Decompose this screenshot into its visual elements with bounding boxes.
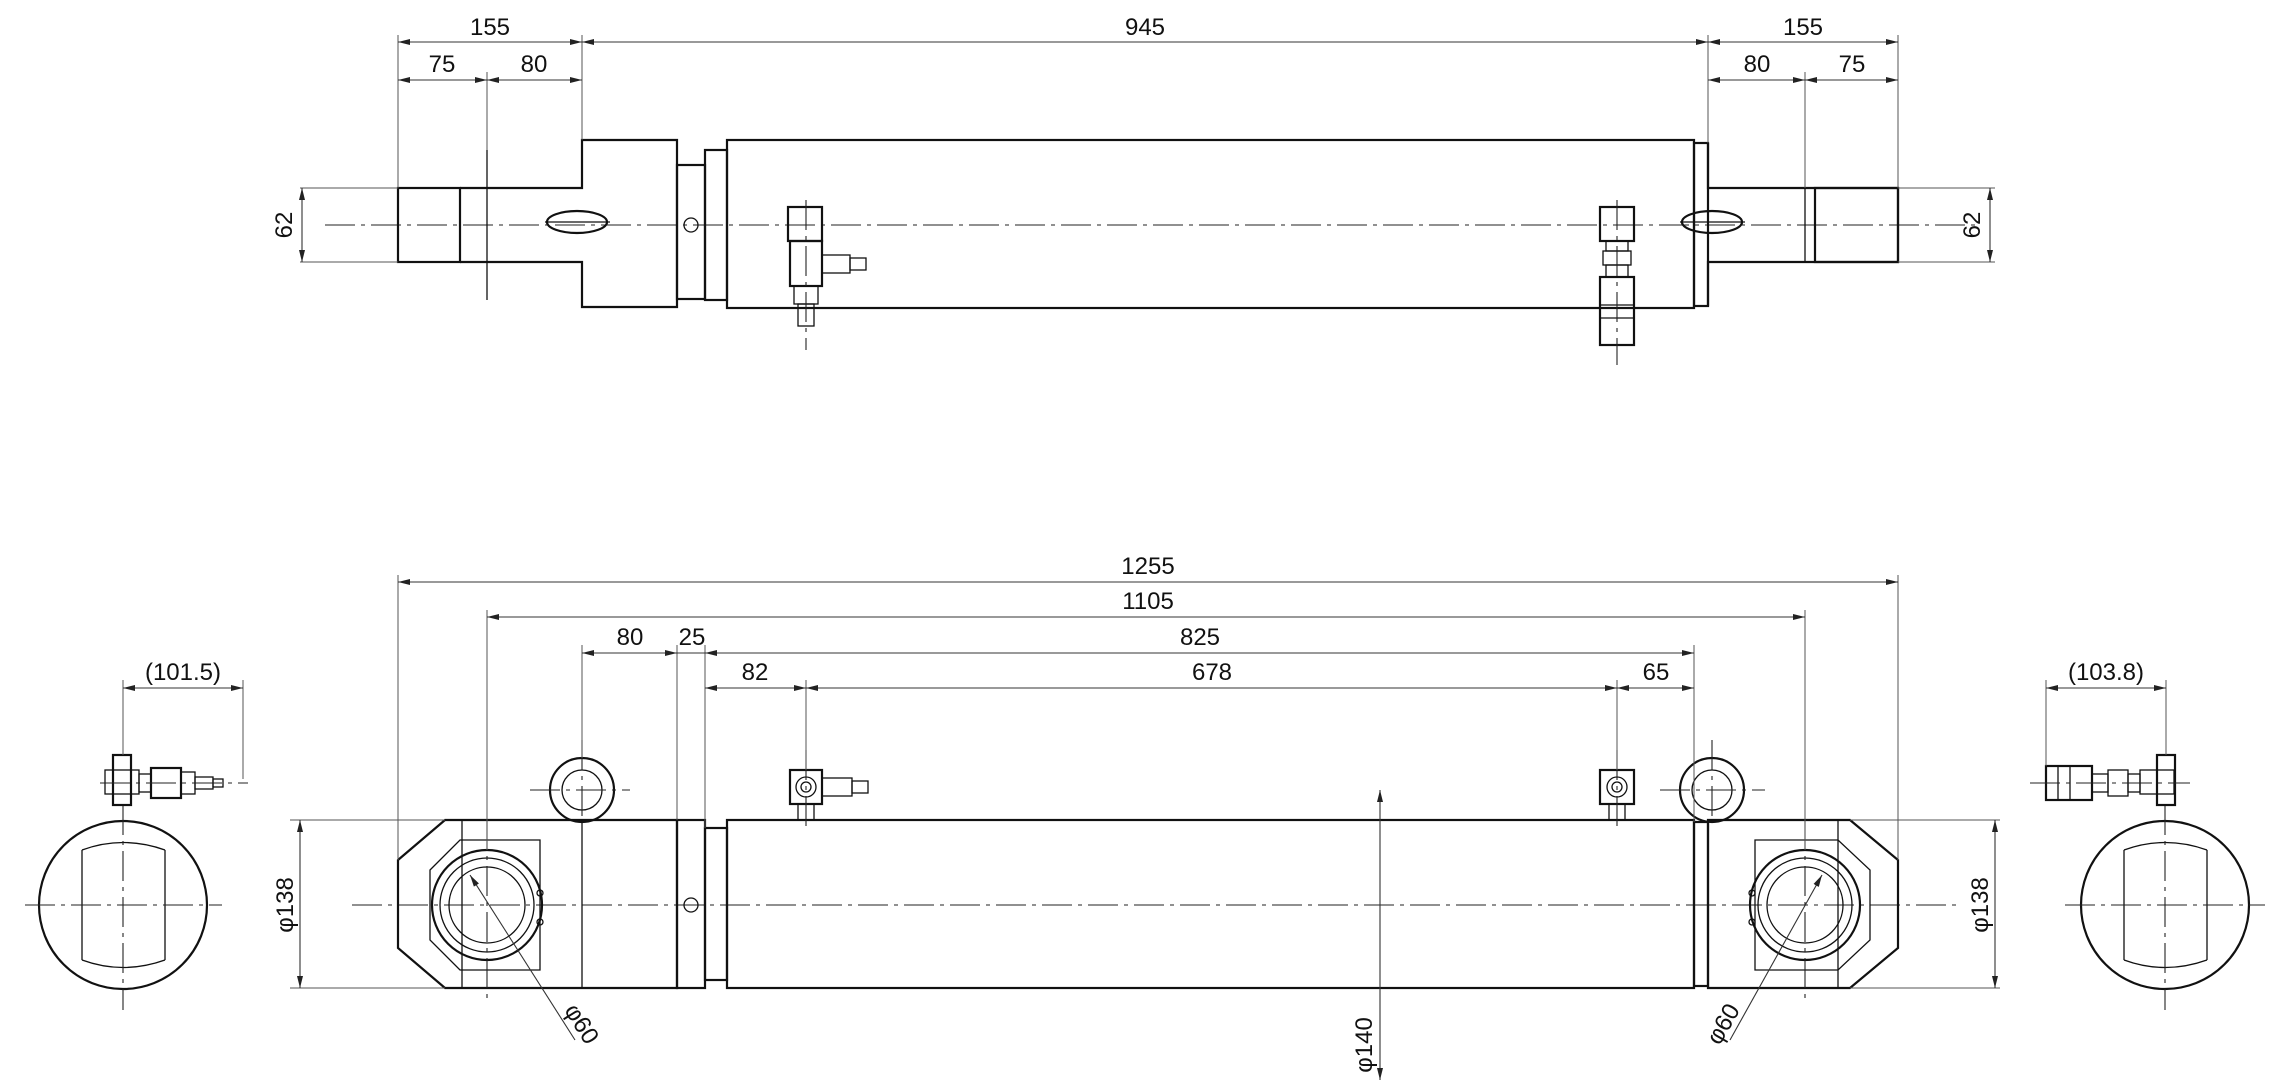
front-left-port <box>788 750 869 830</box>
right-end-view: (103.8) <box>2030 659 2265 1010</box>
dim-dia-140: φ140 <box>1351 1017 1378 1073</box>
dim-75-left: 75 <box>429 51 456 78</box>
dim-1105: 1105 <box>1122 588 1174 615</box>
top-barrel <box>725 138 1696 310</box>
dim-155-left: 155 <box>470 14 510 41</box>
dim-dia-138-right: φ138 <box>1967 877 1994 933</box>
dim-678: 678 <box>1192 659 1232 686</box>
dim-dia-60-left: φ60 <box>559 999 604 1049</box>
front-view: 1255 1105 80 25 825 82 678 65 φ138 φ138 … <box>272 553 2000 1080</box>
dim-62-right: 62 <box>1959 212 1986 239</box>
front-barrel <box>725 818 1696 990</box>
dim-75-right: 75 <box>1839 51 1866 78</box>
top-left-port-fitting <box>786 200 867 350</box>
dim-825: 825 <box>1180 624 1220 651</box>
dim-dia-138-left: φ138 <box>272 877 299 933</box>
top-right-clevis <box>1680 141 1900 308</box>
dim-101-5: (101.5) <box>145 659 221 686</box>
dim-62-left: 62 <box>271 212 298 239</box>
dim-80-left: 80 <box>521 51 548 78</box>
top-left-clevis <box>396 138 729 309</box>
dim-945: 945 <box>1125 14 1165 41</box>
dim-25: 25 <box>679 624 706 651</box>
front-right-clevis <box>1660 740 1900 1000</box>
dim-80-front: 80 <box>617 624 644 651</box>
dim-dia-60-right: φ60 <box>1701 999 1746 1049</box>
top-right-port-fitting <box>1598 200 1636 365</box>
dim-1255: 1255 <box>1121 553 1174 580</box>
dim-82: 82 <box>742 659 769 686</box>
dim-80-right: 80 <box>1744 51 1771 78</box>
top-view: 155 945 155 75 80 80 75 62 62 <box>271 14 1995 365</box>
front-left-clevis <box>396 740 729 1000</box>
left-end-view: (101.5) <box>25 659 248 1010</box>
dim-65: 65 <box>1643 659 1670 686</box>
dim-103-8: (103.8) <box>2068 659 2144 686</box>
dim-155-right: 155 <box>1783 14 1823 41</box>
